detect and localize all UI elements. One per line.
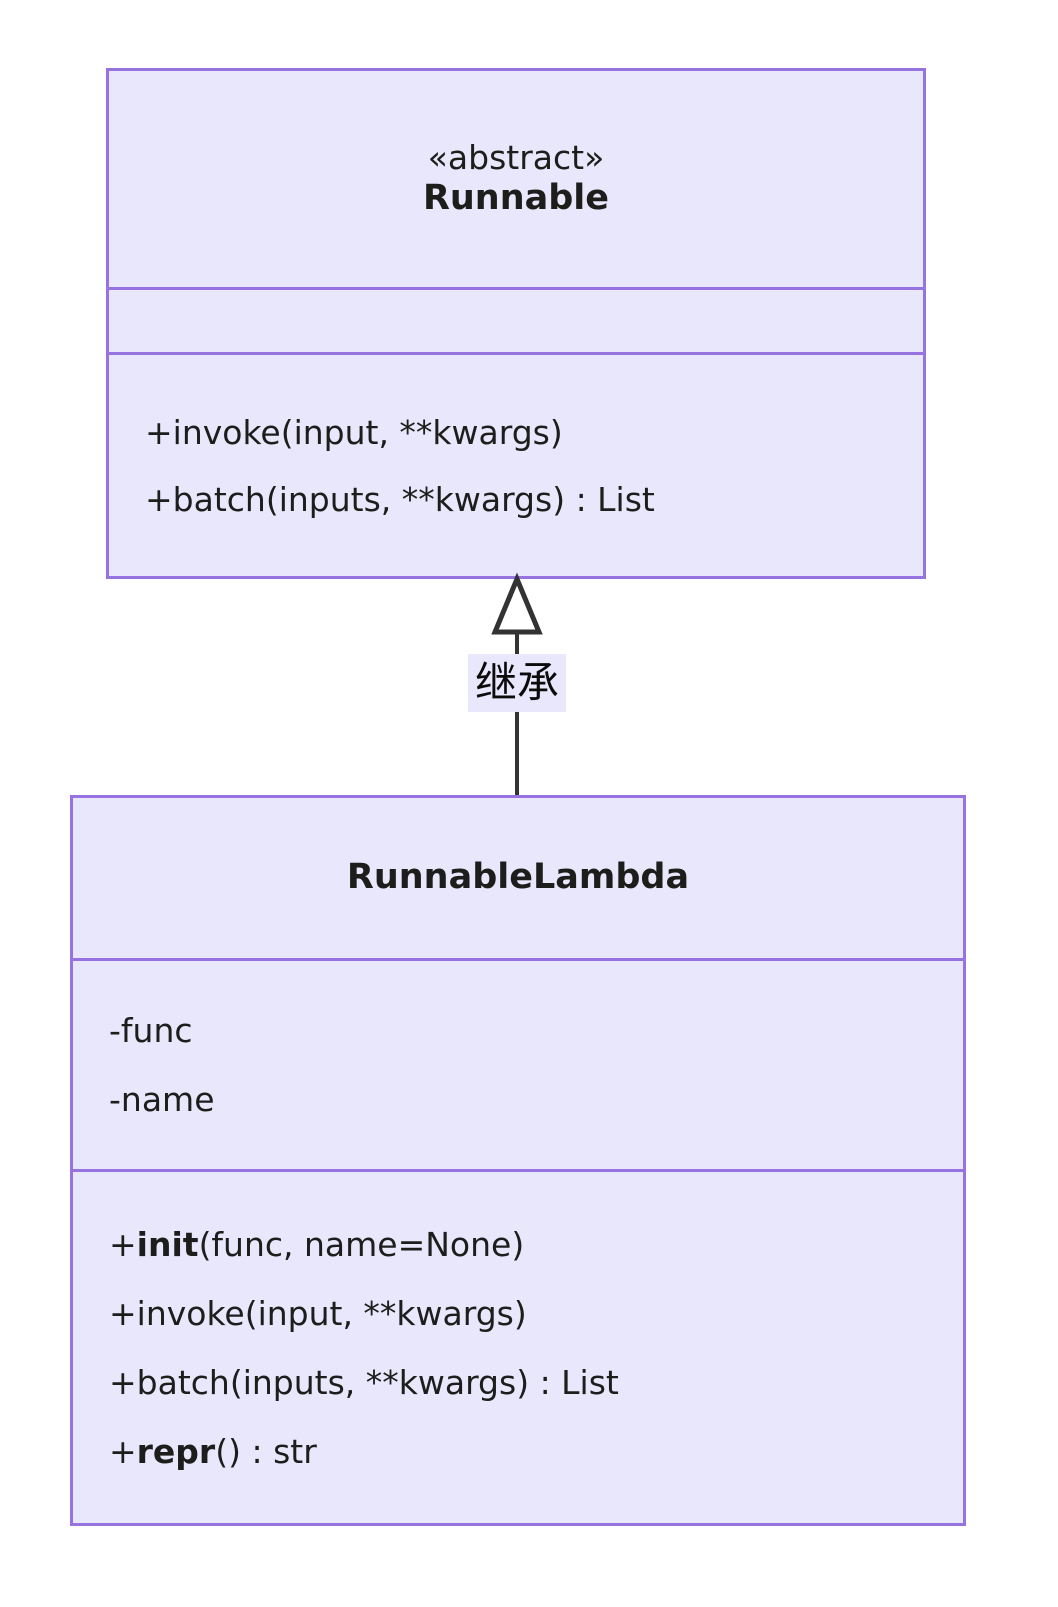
operation-repr-name: repr — [136, 1431, 216, 1471]
operation-batch: +batch(inputs, **kwargs) : List — [145, 479, 655, 519]
operation-repr: +repr() : str — [109, 1435, 943, 1468]
uml-class-runnable[interactable]: «abstract» Runnable +invoke(input, **kwa… — [106, 68, 926, 579]
class-header-runnable: «abstract» Runnable — [109, 71, 923, 287]
class-stereotype: «abstract» — [427, 137, 605, 177]
class-attributes-runnable — [109, 287, 923, 352]
operation-repr-return-type: str — [273, 1431, 317, 1471]
operation-repr-return: : str — [240, 1431, 317, 1471]
operation-invoke: +invoke(input, **kwargs) — [145, 412, 563, 452]
class-operations-runnablelambda: +init(func, name=None) +invoke(input, **… — [73, 1169, 963, 1523]
generalization-label: 继承 — [468, 654, 566, 712]
operation-init-name: init — [136, 1224, 199, 1264]
class-attributes-runnablelambda: -func -name — [73, 958, 963, 1169]
class-operations-runnable: +invoke(input, **kwargs) +batch(inputs, … — [109, 352, 923, 576]
attribute-name: -name — [109, 1080, 215, 1119]
uml-class-runnablelambda[interactable]: RunnableLambda -func -name +init(func, n… — [70, 795, 966, 1526]
class-header-runnablelambda: RunnableLambda — [73, 798, 963, 958]
attribute-func: -func — [109, 1011, 193, 1050]
operation-repr-prefix: + — [109, 1431, 137, 1471]
operation-invoke: +invoke(input, **kwargs) — [109, 1293, 527, 1333]
operation-init: +init(func, name=None) — [109, 1228, 943, 1261]
operation-repr-signature: () — [215, 1431, 241, 1471]
operation-init-signature: (func, name=None) — [198, 1224, 525, 1264]
operation-init-prefix: + — [109, 1224, 137, 1264]
hollow-triangle-arrowhead — [491, 572, 543, 635]
class-name-runnablelambda: RunnableLambda — [346, 857, 690, 898]
operation-batch: +batch(inputs, **kwargs) : List — [109, 1362, 619, 1402]
class-name-runnable: Runnable — [422, 177, 610, 218]
